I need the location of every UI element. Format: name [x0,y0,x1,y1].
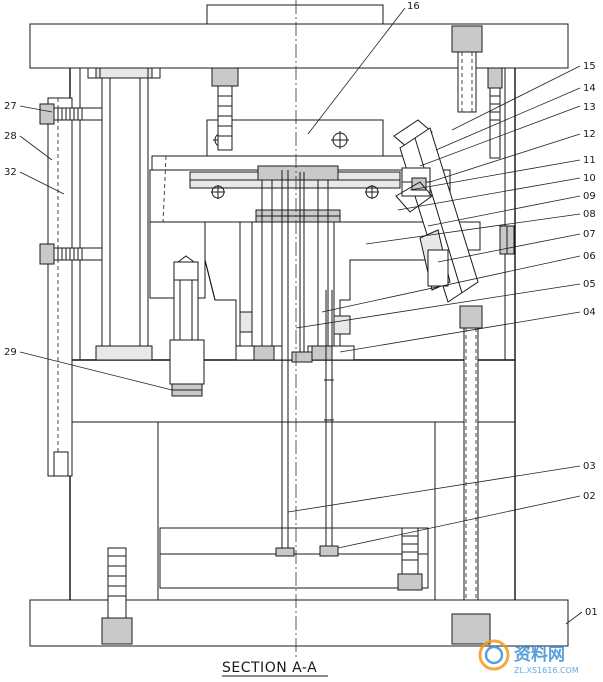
part-label-15: 15 [583,61,596,72]
part-label-27: 27 [4,101,17,112]
part-label-32: 32 [4,167,17,178]
leader-lines [19,7,583,625]
stop-block-left [169,255,205,397]
part-labels: 16 15 14 13 12 11 10 09 08 07 06 05 04 2… [4,1,598,618]
part-label-14: 14 [583,83,596,94]
bottom-screw-left [101,547,133,645]
watermark-url: ZL.XS1616.COM [514,666,579,675]
part-label-07: 07 [583,229,596,240]
part-label-16: 16 [407,1,420,12]
stripper-plate [206,119,384,157]
ejector-plate-screw [397,527,423,591]
part-label-03: 03 [583,461,596,472]
slide-assembly [393,119,515,303]
sprue-pin-center [291,172,313,363]
return-pin-right [451,305,491,645]
watermark-logo: 资料网 ZL.XS1616.COM [478,639,579,675]
part-label-28: 28 [4,131,17,142]
screw-center-top [211,67,239,151]
part-label-05: 05 [583,279,596,290]
strap-screw-upper [39,103,103,125]
part-label-11: 11 [583,155,596,166]
strap-screw-lower [39,243,103,265]
side-strap-plate [47,97,73,477]
part-label-02: 02 [583,491,596,502]
part-label-12: 12 [583,129,596,140]
top-clamp-plate [29,4,569,69]
part-label-13: 13 [583,102,596,113]
ejector-pin-03 [275,170,295,557]
part-label-06: 06 [583,251,596,262]
part-label-04: 04 [583,307,596,318]
guide-pillar-left [87,67,161,361]
part-label-09: 09 [583,191,596,202]
part-label-29: 29 [4,347,17,358]
part-label-10: 10 [583,173,596,184]
watermark-logo-text: 资料网 [514,644,565,665]
screw-right-mid [487,67,503,159]
part-label-01: 01 [585,607,598,618]
screw-right-top [451,25,483,113]
mold-frame [69,68,516,600]
part-label-08: 08 [583,209,596,220]
section-caption: SECTION A-A [222,660,317,676]
